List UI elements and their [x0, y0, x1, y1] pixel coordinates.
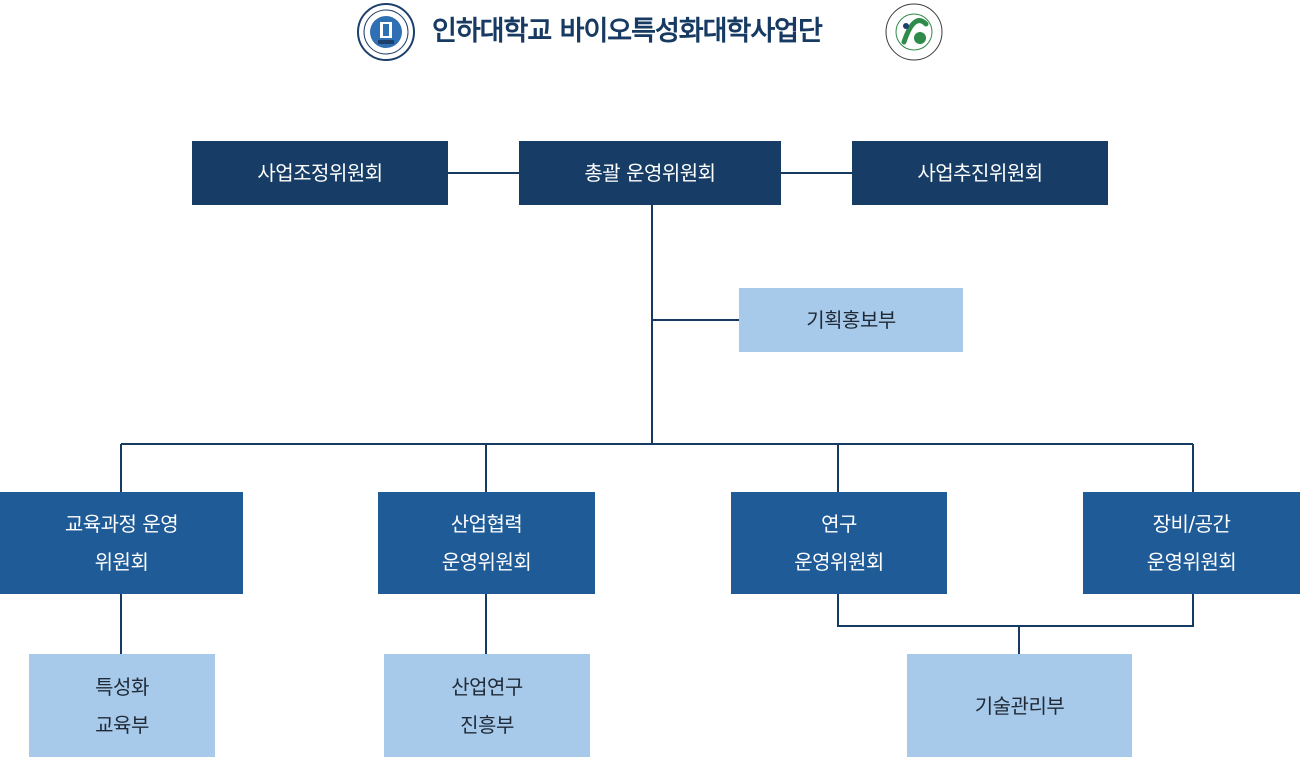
org-box-label-line1: 장비/공간	[1152, 512, 1231, 536]
org-box-label: 기술관리부	[974, 693, 1065, 718]
org-box-equipment-space-committee: 장비/공간 운영위원회	[1083, 492, 1300, 594]
org-box-general-steering-committee: 총괄 운영위원회	[519, 141, 781, 205]
org-box-research-committee: 연구 운영위원회	[731, 492, 947, 594]
connector-dept-3-joint	[837, 594, 1194, 627]
org-box-label-line1: 산업협력	[450, 512, 523, 536]
org-box-label: 사업추진위원회	[917, 161, 1043, 185]
org-box-industry-cooperation-committee: 산업협력 운영위원회	[378, 492, 595, 594]
org-box-label-line2: 운영위원회	[794, 550, 884, 574]
org-box-industry-research-promotion-dept: 산업연구 진흥부	[384, 654, 590, 757]
org-box-technology-management-dept: 기술관리부	[907, 654, 1132, 757]
org-box-curriculum-committee: 교육과정 운영 위원회	[0, 492, 243, 594]
org-box-label-line2: 운영위원회	[1146, 550, 1237, 574]
org-box-business-coordination-committee: 사업조정위원회	[192, 141, 448, 205]
org-box-business-promotion-committee: 사업추진위원회	[852, 141, 1108, 205]
org-box-label-line1: 교육과정 운영	[64, 512, 179, 536]
org-box-specialized-education-dept: 특성화 교육부	[29, 654, 215, 757]
org-box-label-line2: 운영위원회	[441, 550, 532, 574]
org-box-label: 사업조정위원회	[257, 161, 383, 185]
org-box-label-line1: 연구	[821, 512, 857, 536]
header: 인하대학교 바이오특성화대학사업단	[0, 0, 1300, 64]
org-box-label-line2: 교육부	[95, 712, 149, 737]
org-box-label-line2: 진흥부	[460, 712, 514, 737]
org-box-label: 총괄 운영위원회	[584, 161, 716, 185]
org-box-label-line1: 특성화	[95, 674, 149, 699]
bioedu-innovation-group-logo-icon	[885, 3, 943, 61]
inha-university-seal-icon	[357, 3, 415, 61]
org-box-planning-pr-dept: 기획홍보부	[739, 288, 963, 352]
org-box-label: 기획홍보부	[806, 308, 896, 332]
org-box-label-line2: 위원회	[94, 550, 149, 574]
org-box-label-line1: 산업연구	[451, 674, 523, 699]
page-title: 인하대학교 바이오특성화대학사업단	[432, 16, 823, 47]
